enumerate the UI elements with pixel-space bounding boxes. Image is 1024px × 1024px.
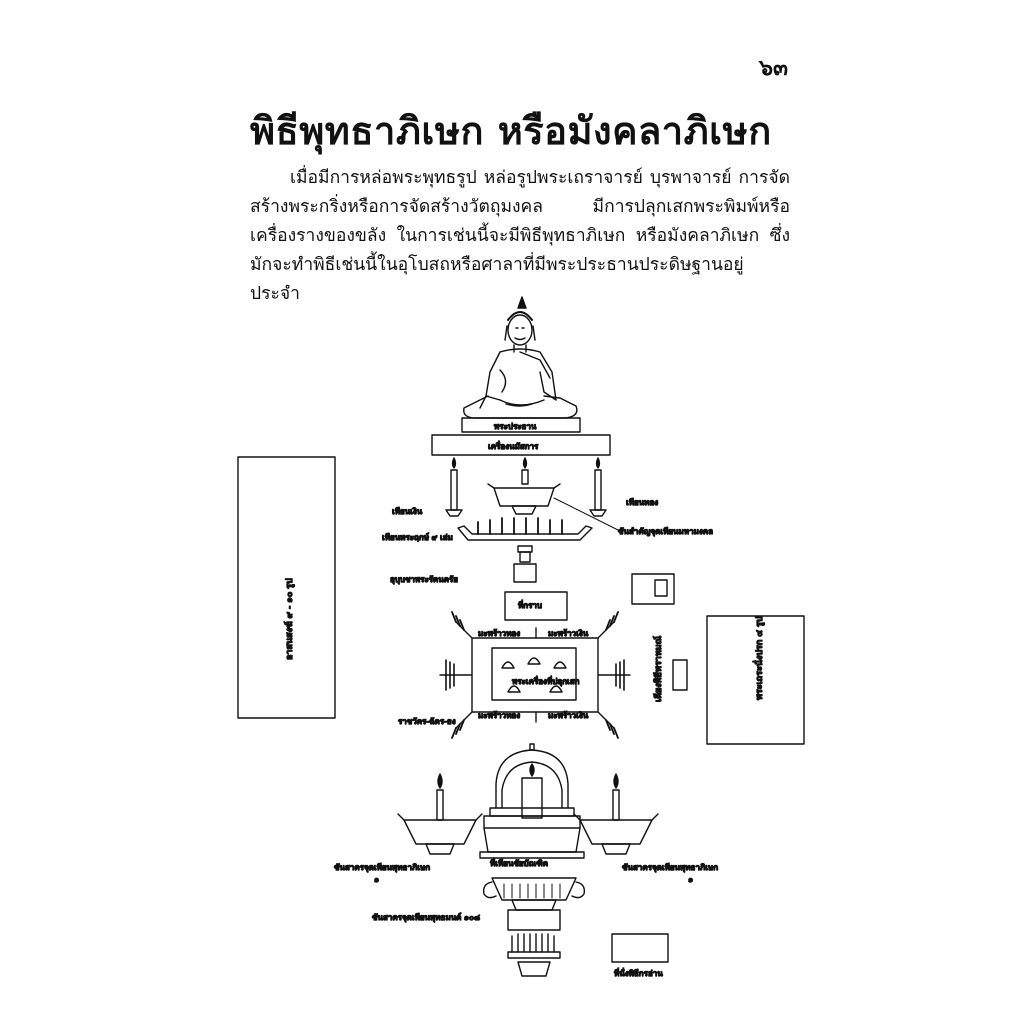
gold-candle-stand <box>589 457 607 517</box>
right-candle-bowl <box>573 773 659 855</box>
lustral-bowl-stand <box>513 545 537 583</box>
lustral-bowl-stand-label: อุบุบชาพระรัตนตรัย <box>390 575 458 584</box>
body-paragraph-text: เมื่อมีการหล่อพระพุทธรูป หล่อรูปพระเถราจ… <box>250 168 790 304</box>
silver-candle-stand <box>445 457 463 517</box>
offering-table-label: เครื่องนมัสการ <box>488 440 539 451</box>
amulet-tray <box>491 647 577 701</box>
left-bowl-digit: ๑ <box>374 875 379 884</box>
silver-candle-label: เทียนเงิน <box>392 507 423 516</box>
body-paragraph: เมื่อมีการหล่อพระพุทธรูป หล่อรูปพระเถราจ… <box>250 164 790 309</box>
bottom-candle-rack <box>507 933 561 977</box>
small-box-right-top-inner <box>654 579 668 597</box>
front-bowl-label: ขันสาครจุดเทียนพุทธมนต์ ๑๐๘ <box>372 912 480 922</box>
offering-table <box>431 434 611 456</box>
right-monks-panel-label: พระเถระนั่งปรก ๔ รูป <box>752 616 765 700</box>
amulet-mounds <box>501 657 567 693</box>
candle-tray <box>457 517 593 541</box>
holy-water-left-top-label: มะพร้าวทอง <box>478 629 520 638</box>
left-monks-panel-label: อาสนสงฆ์ ๙ - ๑๐ รูป <box>283 578 295 660</box>
right-bowl-digit: ๑ <box>688 875 693 884</box>
gold-candle-label: เทียนทอง <box>626 498 658 507</box>
victory-candle-pole-label: ขันสำคัญจุดเทียนมหามงคล <box>618 527 713 536</box>
buddha-statue-figure <box>463 296 578 419</box>
reader-seat-label: ที่นั่งพิธีกรอ่าน <box>614 967 663 978</box>
right-bowl-label: ขันสาครจุดเทียนพุทธาภิเษก <box>622 863 718 872</box>
holy-water-right-bottom-label: มะพร้าวเงิน <box>548 711 589 720</box>
small-box-right-top <box>631 573 675 605</box>
victory-candle-shrine <box>479 743 585 859</box>
sacred-thread-fence <box>439 611 631 739</box>
left-monks-panel <box>237 456 336 719</box>
ceremony-table <box>504 591 568 621</box>
holy-water-right-top-label: มะพร้าวเงิน <box>548 629 589 638</box>
right-monks-panel <box>706 615 805 745</box>
buddha-base <box>461 417 581 433</box>
page-number: ๖๓ <box>758 56 788 81</box>
left-candle-bowl <box>397 773 483 855</box>
sacred-thread-label: ราชวัตร-ฉัตร-ธง <box>398 717 456 726</box>
ceremony-table-label: ที่กราบ <box>518 599 542 610</box>
left-bowl-label: ขันสาครจุดเทียนพุทธาภิเษก <box>334 863 430 872</box>
victory-candle-label: ที่เทียนชัยบัณฑิต <box>490 857 548 868</box>
lustral-bowl-top <box>487 483 561 515</box>
monk-seat-label: เตียงพิธีพราหมณ์ <box>652 636 664 702</box>
page-title: พิธีพุทธาภิเษก หรือมังคลาภิเษก <box>250 109 772 153</box>
small-box-right-mid <box>672 659 688 691</box>
front-holy-water-bowl <box>482 877 586 931</box>
candle-tray-label: เทียนพระฤกษ์ ๙ เล่ม <box>382 532 453 542</box>
gold-candle-pointer <box>553 497 619 531</box>
holy-water-left-bottom-label: มะพร้าวทอง <box>478 711 520 720</box>
reader-seat-box <box>611 933 669 963</box>
buddha-base-label: พระประธาน <box>494 422 537 431</box>
center-candle <box>521 457 529 485</box>
amulets-center-label: พระเครื่องที่ปลุกเสก <box>512 675 580 686</box>
